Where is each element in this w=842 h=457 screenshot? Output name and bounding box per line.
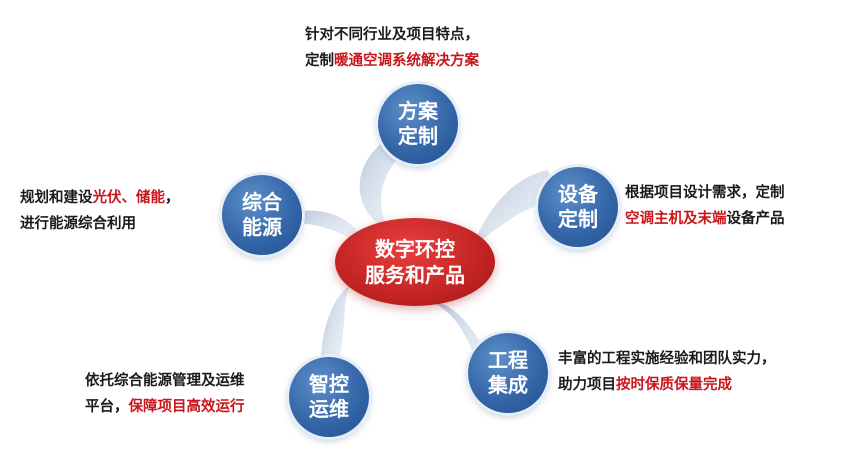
- node-eng-line2: 集成: [488, 373, 528, 397]
- hub-line2: 服务和产品: [365, 263, 465, 287]
- desc-energy-line2: 进行能源综合利用: [20, 216, 136, 232]
- desc-eng-line2: 助力项目按时保质保量完成: [558, 372, 776, 398]
- hub-node: 数字环控 服务和产品: [335, 218, 495, 306]
- desc-energy-text-c: ，: [165, 190, 180, 206]
- desc-equip-highlight: 空调主机及末端: [625, 211, 727, 227]
- desc-plan-line2: 定制暖通空调系统解决方案: [305, 48, 479, 74]
- node-eng: 工程 集成: [468, 333, 548, 413]
- hub-line1: 数字环控: [375, 237, 455, 261]
- desc-plan-text: 定制: [305, 53, 334, 69]
- desc-energy: 规划和建设光伏、储能， 进行能源综合利用: [20, 185, 180, 237]
- desc-eng-line1: 丰富的工程实施经验和团队实力，: [558, 351, 776, 367]
- node-eng-line1: 工程: [488, 348, 528, 372]
- node-plan-line2: 定制: [398, 124, 438, 148]
- desc-equip-text: 设备产品: [726, 211, 785, 227]
- node-equip-line1: 设备: [558, 182, 598, 206]
- desc-ops: 依托综合能源管理及运维 平台，保障项目高效运行: [85, 368, 245, 420]
- node-energy: 综合 能源: [222, 175, 302, 255]
- node-ops: 智控 运维: [289, 357, 369, 437]
- node-plan: 方案 定制: [378, 84, 458, 164]
- arm-energy: [280, 210, 370, 250]
- desc-ops-line1: 依托综合能源管理及运维: [85, 373, 245, 389]
- node-equip-line2: 定制: [558, 207, 598, 231]
- arm-equip: [470, 170, 560, 250]
- desc-energy-highlight: 光伏、储能: [92, 190, 166, 206]
- node-energy-line2: 能源: [242, 215, 282, 239]
- desc-plan-line1: 针对不同行业及项目特点，: [305, 27, 479, 43]
- desc-plan: 针对不同行业及项目特点， 定制暖通空调系统解决方案: [305, 22, 479, 74]
- desc-equip-line2: 空调主机及末端设备产品: [625, 206, 785, 232]
- desc-ops-text: 平台，: [85, 399, 129, 415]
- node-energy-line1: 综合: [242, 190, 282, 214]
- desc-equip-line1: 根据项目设计需求，定制: [625, 185, 785, 201]
- desc-eng: 丰富的工程实施经验和团队实力， 助力项目按时保质保量完成: [558, 346, 776, 398]
- desc-energy-text-a: 规划和建设: [20, 190, 93, 206]
- desc-eng-text: 助力项目: [558, 377, 616, 393]
- desc-plan-highlight: 暖通空调系统解决方案: [334, 53, 479, 69]
- node-plan-line1: 方案: [398, 99, 438, 123]
- desc-eng-highlight: 按时保质保量完成: [616, 377, 732, 393]
- desc-equip: 根据项目设计需求，定制 空调主机及末端设备产品: [625, 180, 785, 232]
- node-ops-line1: 智控: [309, 372, 349, 396]
- node-equip: 设备 定制: [538, 167, 618, 247]
- desc-ops-line2: 平台，保障项目高效运行: [85, 394, 245, 420]
- desc-energy-line1: 规划和建设光伏、储能，: [20, 185, 180, 211]
- node-ops-line2: 运维: [309, 397, 349, 421]
- desc-ops-highlight: 保障项目高效运行: [128, 399, 245, 415]
